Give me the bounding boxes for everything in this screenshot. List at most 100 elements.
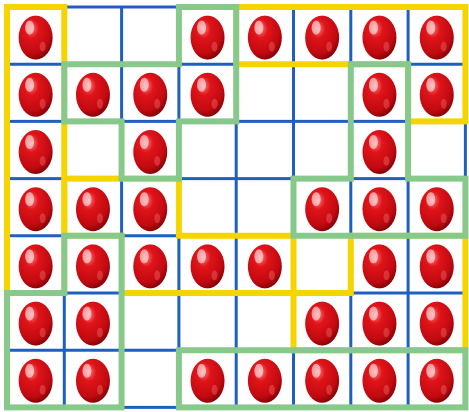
egg-shine	[369, 249, 378, 263]
egg-icon[interactable]	[420, 16, 454, 60]
egg-shine	[197, 21, 206, 35]
egg-shell	[19, 359, 53, 403]
egg-shine	[25, 135, 34, 149]
egg-icon[interactable]	[420, 73, 454, 117]
egg-shine	[197, 78, 206, 92]
egg-reflection	[97, 270, 103, 280]
egg-icon[interactable]	[248, 16, 282, 60]
egg-shell	[19, 302, 53, 346]
egg-icon[interactable]	[76, 244, 110, 288]
egg-icon[interactable]	[420, 359, 454, 403]
egg-shell	[76, 187, 110, 231]
egg-icon[interactable]	[19, 244, 53, 288]
egg-icon[interactable]	[133, 73, 167, 117]
egg-shell	[76, 359, 110, 403]
egg-icon[interactable]	[362, 73, 396, 117]
egg-shell	[133, 187, 167, 231]
egg-icon[interactable]	[19, 302, 53, 346]
egg-reflection	[40, 156, 46, 166]
egg-shine	[426, 78, 435, 92]
egg-shell	[248, 16, 282, 60]
egg-reflection	[154, 270, 160, 280]
egg-shell	[19, 244, 53, 288]
egg-icon[interactable]	[305, 16, 339, 60]
egg-shell	[248, 359, 282, 403]
egg-reflection	[40, 270, 46, 280]
egg-icon[interactable]	[305, 187, 339, 231]
egg-shell	[19, 187, 53, 231]
egg-shine	[25, 78, 34, 92]
egg-icon[interactable]	[191, 16, 225, 60]
egg-icon[interactable]	[248, 244, 282, 288]
egg-shell	[19, 130, 53, 174]
egg-icon[interactable]	[19, 187, 53, 231]
egg-shell	[362, 302, 396, 346]
egg-icon[interactable]	[248, 359, 282, 403]
egg-icon[interactable]	[362, 244, 396, 288]
egg-icon[interactable]	[76, 359, 110, 403]
egg-reflection	[97, 213, 103, 223]
egg-shine	[197, 364, 206, 378]
egg-shell	[248, 244, 282, 288]
egg-shell	[305, 187, 339, 231]
egg-shell	[305, 16, 339, 60]
egg-icon[interactable]	[19, 359, 53, 403]
egg-shine	[140, 78, 149, 92]
egg-reflection	[326, 213, 332, 223]
egg-shine	[312, 307, 321, 321]
egg-icon[interactable]	[19, 16, 53, 60]
egg-icon[interactable]	[362, 130, 396, 174]
egg-icon[interactable]	[362, 16, 396, 60]
egg-reflection	[40, 328, 46, 338]
egg-icon[interactable]	[362, 302, 396, 346]
egg-shell	[133, 73, 167, 117]
egg-icon[interactable]	[305, 302, 339, 346]
egg-shine	[369, 364, 378, 378]
egg-shell	[76, 244, 110, 288]
egg-shine	[426, 21, 435, 35]
egg-shine	[369, 135, 378, 149]
egg-icon[interactable]	[133, 187, 167, 231]
egg-icon[interactable]	[420, 187, 454, 231]
egg-icon[interactable]	[191, 359, 225, 403]
egg-icon[interactable]	[191, 244, 225, 288]
egg-shine	[369, 307, 378, 321]
egg-icon[interactable]	[133, 244, 167, 288]
egg-icon[interactable]	[19, 130, 53, 174]
egg-shine	[140, 135, 149, 149]
egg-shell	[191, 16, 225, 60]
egg-icon[interactable]	[362, 187, 396, 231]
egg-icon[interactable]	[19, 73, 53, 117]
egg-reflection	[97, 328, 103, 338]
egg-reflection	[269, 270, 275, 280]
egg-icon[interactable]	[420, 244, 454, 288]
egg-shell	[191, 73, 225, 117]
egg-reflection	[383, 99, 389, 109]
egg-icon[interactable]	[191, 73, 225, 117]
egg-shell	[19, 73, 53, 117]
egg-reflection	[40, 385, 46, 395]
egg-shell	[420, 244, 454, 288]
egg-shine	[82, 249, 91, 263]
egg-reflection	[383, 270, 389, 280]
egg-shine	[312, 192, 321, 206]
egg-reflection	[40, 99, 46, 109]
egg-icon[interactable]	[76, 302, 110, 346]
egg-shine	[312, 364, 321, 378]
egg-icon[interactable]	[362, 359, 396, 403]
egg-shell	[191, 244, 225, 288]
egg-shell	[19, 16, 53, 60]
egg-reflection	[326, 42, 332, 52]
egg-reflection	[441, 99, 447, 109]
egg-icon[interactable]	[420, 302, 454, 346]
egg-icon[interactable]	[133, 130, 167, 174]
egg-reflection	[212, 385, 218, 395]
egg-reflection	[97, 385, 103, 395]
egg-reflection	[154, 99, 160, 109]
egg-shine	[25, 21, 34, 35]
egg-icon[interactable]	[305, 359, 339, 403]
egg-shell	[191, 359, 225, 403]
egg-icon[interactable]	[76, 73, 110, 117]
egg-icon[interactable]	[76, 187, 110, 231]
